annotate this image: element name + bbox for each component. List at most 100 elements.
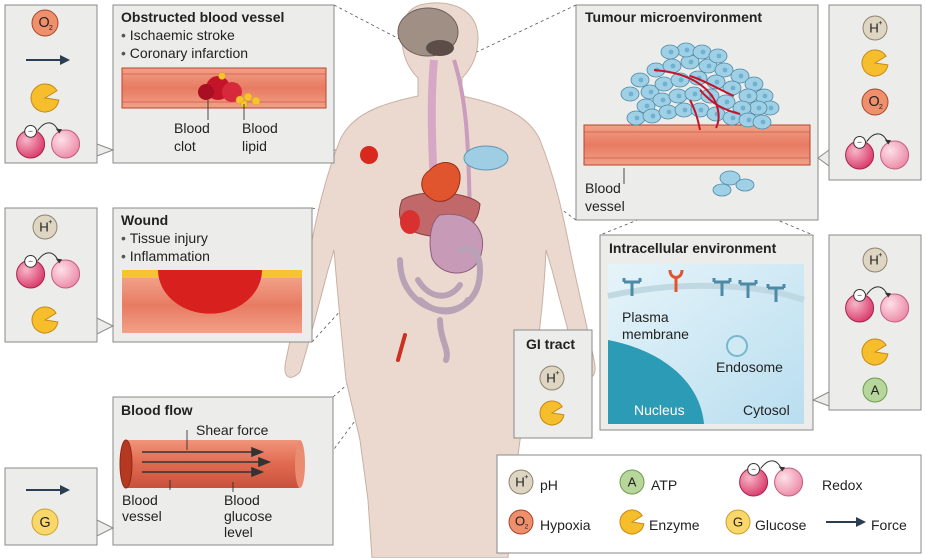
tumour-cell-nucleus — [762, 93, 768, 99]
label-blood-vessel-1: Blood — [122, 492, 158, 508]
receptors — [622, 278, 786, 302]
tumour-cell-nucleus — [638, 77, 644, 83]
svg-text:−: − — [857, 137, 862, 147]
svg-text:O: O — [38, 15, 49, 31]
label-glucose-1: Blood — [224, 492, 260, 508]
label-cytosol: Cytosol — [743, 402, 790, 418]
label-blood-vessel-2: vessel — [122, 508, 162, 524]
svg-text:−: − — [28, 126, 33, 136]
atp-icon: A — [619, 469, 645, 495]
legend-force: Force — [871, 517, 907, 533]
tumour-cell-nucleus — [628, 91, 634, 97]
label-shear-force: Shear force — [196, 422, 269, 438]
enzyme-icon — [619, 509, 645, 535]
svg-text:−: − — [857, 290, 862, 300]
label-nucleus: Nucleus — [634, 402, 685, 418]
label-membrane: membrane — [622, 326, 689, 342]
svg-text:H: H — [869, 20, 879, 35]
svg-text:−: − — [751, 464, 756, 474]
tumour-cell-nucleus — [678, 77, 684, 83]
redox-icon: − — [16, 122, 81, 159]
migrating-cells — [712, 170, 755, 197]
legend-enzyme: Enzyme — [649, 517, 700, 533]
legend-ph: pH — [540, 477, 558, 493]
enzyme-icon — [30, 83, 60, 113]
ph-icon: H+ — [32, 214, 58, 240]
label-glucose-3: level — [224, 524, 253, 540]
atp-icon: A — [862, 377, 888, 403]
intestines — [397, 245, 484, 363]
tumour-cell-nucleus — [724, 99, 730, 105]
svg-text:2: 2 — [49, 24, 53, 32]
label-blood-clot-1: Blood — [174, 120, 210, 136]
tumour-cell-nucleus — [670, 63, 676, 69]
glucose-icon: G — [725, 509, 751, 535]
tumour-cell-nucleus — [660, 97, 666, 103]
tumour-cell-nucleus — [688, 59, 694, 65]
label-blood-lipid-2: lipid — [242, 138, 267, 154]
force-arrow-icon — [26, 485, 70, 495]
svg-text:+: + — [878, 250, 882, 259]
leg-vessel — [396, 333, 407, 362]
ph-icon: H+ — [862, 247, 888, 273]
ph-icon: H+ — [508, 469, 534, 495]
enzyme-icon — [539, 400, 565, 426]
svg-text:+: + — [48, 217, 52, 226]
redox-icon: − — [16, 252, 81, 289]
obstructed-title: Obstructed blood vessel — [121, 9, 285, 25]
redox-icon: − — [845, 133, 910, 170]
bloodflow-title: Blood flow — [121, 402, 193, 418]
obstructed-bullet-1: Ischaemic stroke — [121, 27, 235, 43]
tumour-cell-nucleus — [682, 107, 688, 113]
ph-icon: H+ — [539, 365, 565, 391]
svg-text:H: H — [515, 474, 525, 489]
tumour-cell-nucleus — [756, 105, 762, 111]
label-blood-lipid-1: Blood — [242, 120, 278, 136]
label-tumour-vessel-1: Blood — [585, 180, 621, 196]
svg-text:+: + — [555, 368, 559, 377]
tumour-cell-nucleus — [740, 105, 746, 111]
tumour-cell-nucleus — [760, 119, 766, 125]
ph-icon: H+ — [862, 15, 888, 41]
redox-icon: − — [845, 286, 910, 323]
enzyme-icon — [861, 338, 889, 366]
label-blood-clot-2: clot — [174, 138, 196, 154]
label-plasma: Plasma — [622, 309, 669, 325]
legend-glucose: Glucose — [755, 517, 807, 533]
wound-title: Wound — [121, 212, 169, 228]
label-tumour-vessel-2: vessel — [585, 198, 625, 214]
stomach — [429, 213, 484, 274]
tumour-cell-nucleus — [684, 47, 690, 53]
tumour-cell-nucleus — [700, 49, 706, 55]
tumour-cell-nucleus — [692, 91, 698, 97]
blood-lipid — [218, 72, 261, 108]
tumour-cell-nucleus — [746, 117, 752, 123]
tumour-cell-nucleus — [730, 115, 736, 121]
panel-wound — [112, 207, 313, 343]
tumour-cell-nucleus — [634, 115, 640, 121]
tumour-cell-nucleus — [698, 107, 704, 113]
legend-redox: Redox — [822, 477, 863, 493]
tumour-cell-nucleus — [716, 53, 722, 59]
panel-blood-flow — [112, 396, 334, 546]
wound-site — [360, 146, 378, 164]
wound-bullet-2: Inflammation — [121, 248, 210, 264]
svg-text:H: H — [546, 370, 556, 385]
tumour-cell-nucleus — [706, 63, 712, 69]
svg-text:2: 2 — [879, 103, 883, 111]
svg-text:2: 2 — [525, 524, 529, 531]
legend-atp: ATP — [651, 477, 678, 493]
label-endosome: Endosome — [716, 359, 783, 375]
receptor-red — [668, 269, 684, 292]
svg-text:O: O — [868, 94, 879, 110]
tumour-cell-nucleus — [650, 113, 656, 119]
tumour-cell-nucleus — [666, 109, 672, 115]
force-arrow-icon — [26, 55, 70, 65]
legend-hypoxia: Hypoxia — [540, 517, 591, 533]
tumour-cell-nucleus — [738, 73, 744, 79]
svg-text:G: G — [733, 514, 743, 529]
